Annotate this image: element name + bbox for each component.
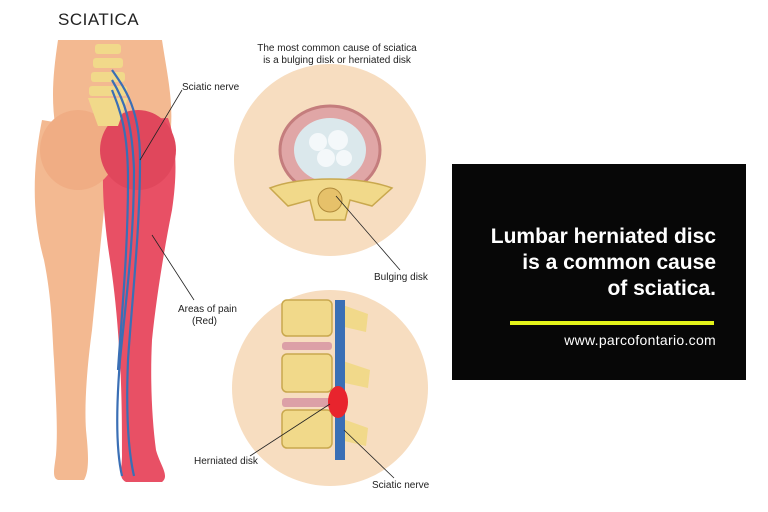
bulging-disk-label: Bulging disk [374, 272, 428, 283]
sciatic-nerve-label: Sciatic nerve [182, 82, 240, 93]
caption-line-2: is a bulging disk or herniated disk [263, 55, 411, 66]
bulging-disk-diagram [234, 64, 426, 271]
promo-headline-line-2: is a common cause [522, 251, 716, 274]
sciatic-nerve-bottom-label: Sciatic nerve [372, 480, 430, 491]
diagram-caption: The most common cause of sciatica is a b… [242, 43, 432, 67]
areas-of-pain-line-2: (Red) [192, 316, 218, 327]
sciatic-nerve-path [110, 69, 142, 477]
promo-headline-line-3: of sciatica. [607, 277, 716, 300]
herniated-disk-diagram [232, 290, 428, 486]
herniated-disk-label: Herniated disk [194, 456, 258, 467]
areas-of-pain-label: Areas of pain (Red) [178, 304, 237, 328]
promo-headline-line-1: Lumbar herniated disc [490, 225, 716, 248]
accent-divider [510, 321, 714, 325]
promo-headline: Lumbar herniated disc is a common cause … [491, 224, 716, 302]
page-title: SCIATICA [58, 10, 140, 29]
caption-line-1: The most common cause of sciatica [257, 43, 417, 54]
areas-of-pain-line-1: Areas of pain [178, 304, 237, 315]
legs-figure [34, 40, 195, 482]
promo-box: Lumbar herniated disc is a common cause … [452, 164, 746, 380]
website-url: www.parcofontario.com [564, 332, 716, 348]
